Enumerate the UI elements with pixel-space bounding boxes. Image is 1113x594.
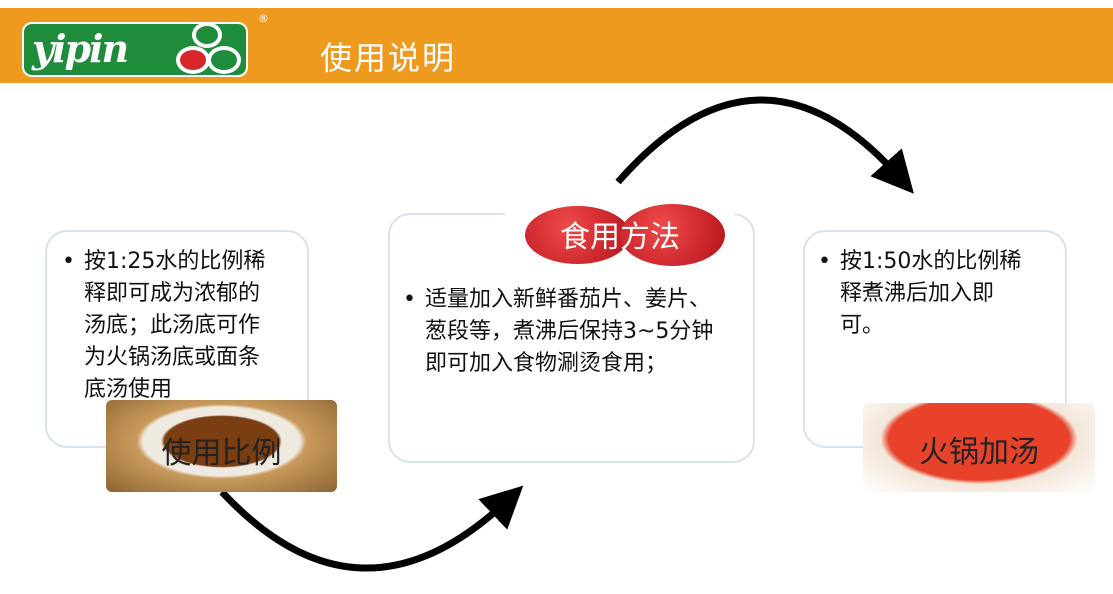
soup-bowl-image: 使用比例 bbox=[106, 400, 337, 492]
middle-text-content: 适量加入新鲜番茄片、姜片、葱段等，煮沸后保持3~5分钟即可加入食物涮烫食用； bbox=[425, 287, 714, 376]
registered-mark: ® bbox=[258, 12, 269, 25]
brand-logo: yipin bbox=[22, 22, 248, 77]
arrow-bottom bbox=[219, 485, 524, 572]
page-title: 使用说明 bbox=[320, 39, 457, 77]
arrow-top bbox=[615, 96, 914, 194]
right-text: •按1:50水的比例稀释煮沸后加入即可。 bbox=[818, 249, 1022, 338]
right-text-content: 按1:50水的比例稀释煮沸后加入即可。 bbox=[840, 249, 1022, 338]
left-text-content: 按1:25水的比例稀释即可成为浓郁的汤底；此汤底可作为火锅汤底或面条底汤使用 bbox=[84, 249, 266, 402]
logo-circle bbox=[207, 46, 241, 74]
right-image-caption: 火锅加汤 bbox=[919, 435, 1039, 470]
middle-text: •适量加入新鲜番茄片、姜片、葱段等，煮沸后保持3~5分钟即可加入食物涮烫食用； bbox=[403, 287, 714, 376]
tomato-image: 食用方法 bbox=[505, 198, 735, 270]
logo-circle bbox=[192, 22, 222, 48]
left-text: •按1:25水的比例稀释即可成为浓郁的汤底；此汤底可作为火锅汤底或面条底汤使用 bbox=[62, 249, 266, 402]
left-image-caption: 使用比例 bbox=[161, 436, 282, 471]
logo-text: yipin bbox=[32, 26, 129, 71]
middle-heading: 食用方法 bbox=[560, 220, 680, 255]
hotpot-soup-image: 火锅加汤 bbox=[863, 403, 1095, 492]
